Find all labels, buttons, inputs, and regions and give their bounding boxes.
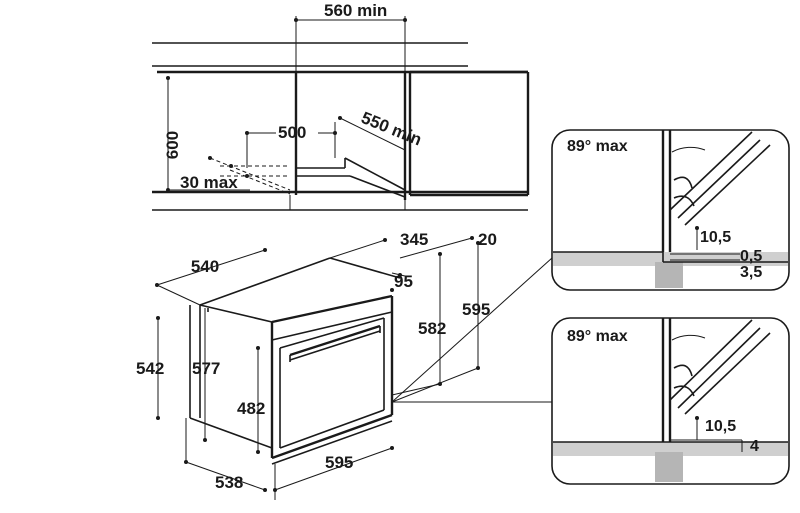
label-door-height: 482 — [237, 399, 265, 418]
label-oven-depth: 540 — [191, 257, 219, 276]
label-body-height-alt: 577 — [192, 359, 220, 378]
label-total-height: 595 — [462, 300, 490, 319]
label-bottom-depth: 538 — [215, 473, 243, 492]
detail-bottom-gap: 10,5 — [705, 418, 736, 435]
detail-panel-bottom — [551, 317, 790, 485]
label-front-thickness: 95 — [394, 272, 413, 291]
label-side-height: 542 — [136, 359, 164, 378]
detail-top-gap: 10,5 — [700, 229, 731, 246]
oven-drawing — [155, 236, 553, 500]
label-vent-max: 30 max — [180, 173, 238, 192]
label-body-height: 582 — [418, 319, 446, 338]
label-width-min: 560 min — [324, 1, 387, 20]
label-top-depth: 345 — [400, 230, 428, 249]
detail-top-offset-b: 3,5 — [740, 264, 762, 281]
label-top-gap: 20 — [478, 230, 497, 249]
detail-top-offset-a: 0,5 — [740, 248, 762, 265]
label-cabinet-height: 600 — [163, 131, 182, 159]
cabinet-drawing — [152, 16, 530, 211]
label-front-width: 595 — [325, 453, 353, 472]
detail-top-angle: 89° max — [567, 138, 628, 155]
detail-panel-top — [551, 129, 790, 291]
detail-bottom-angle: 89° max — [567, 328, 628, 345]
detail-bottom-offset: 4 — [750, 438, 759, 455]
label-inner-depth: 500 — [278, 123, 306, 142]
